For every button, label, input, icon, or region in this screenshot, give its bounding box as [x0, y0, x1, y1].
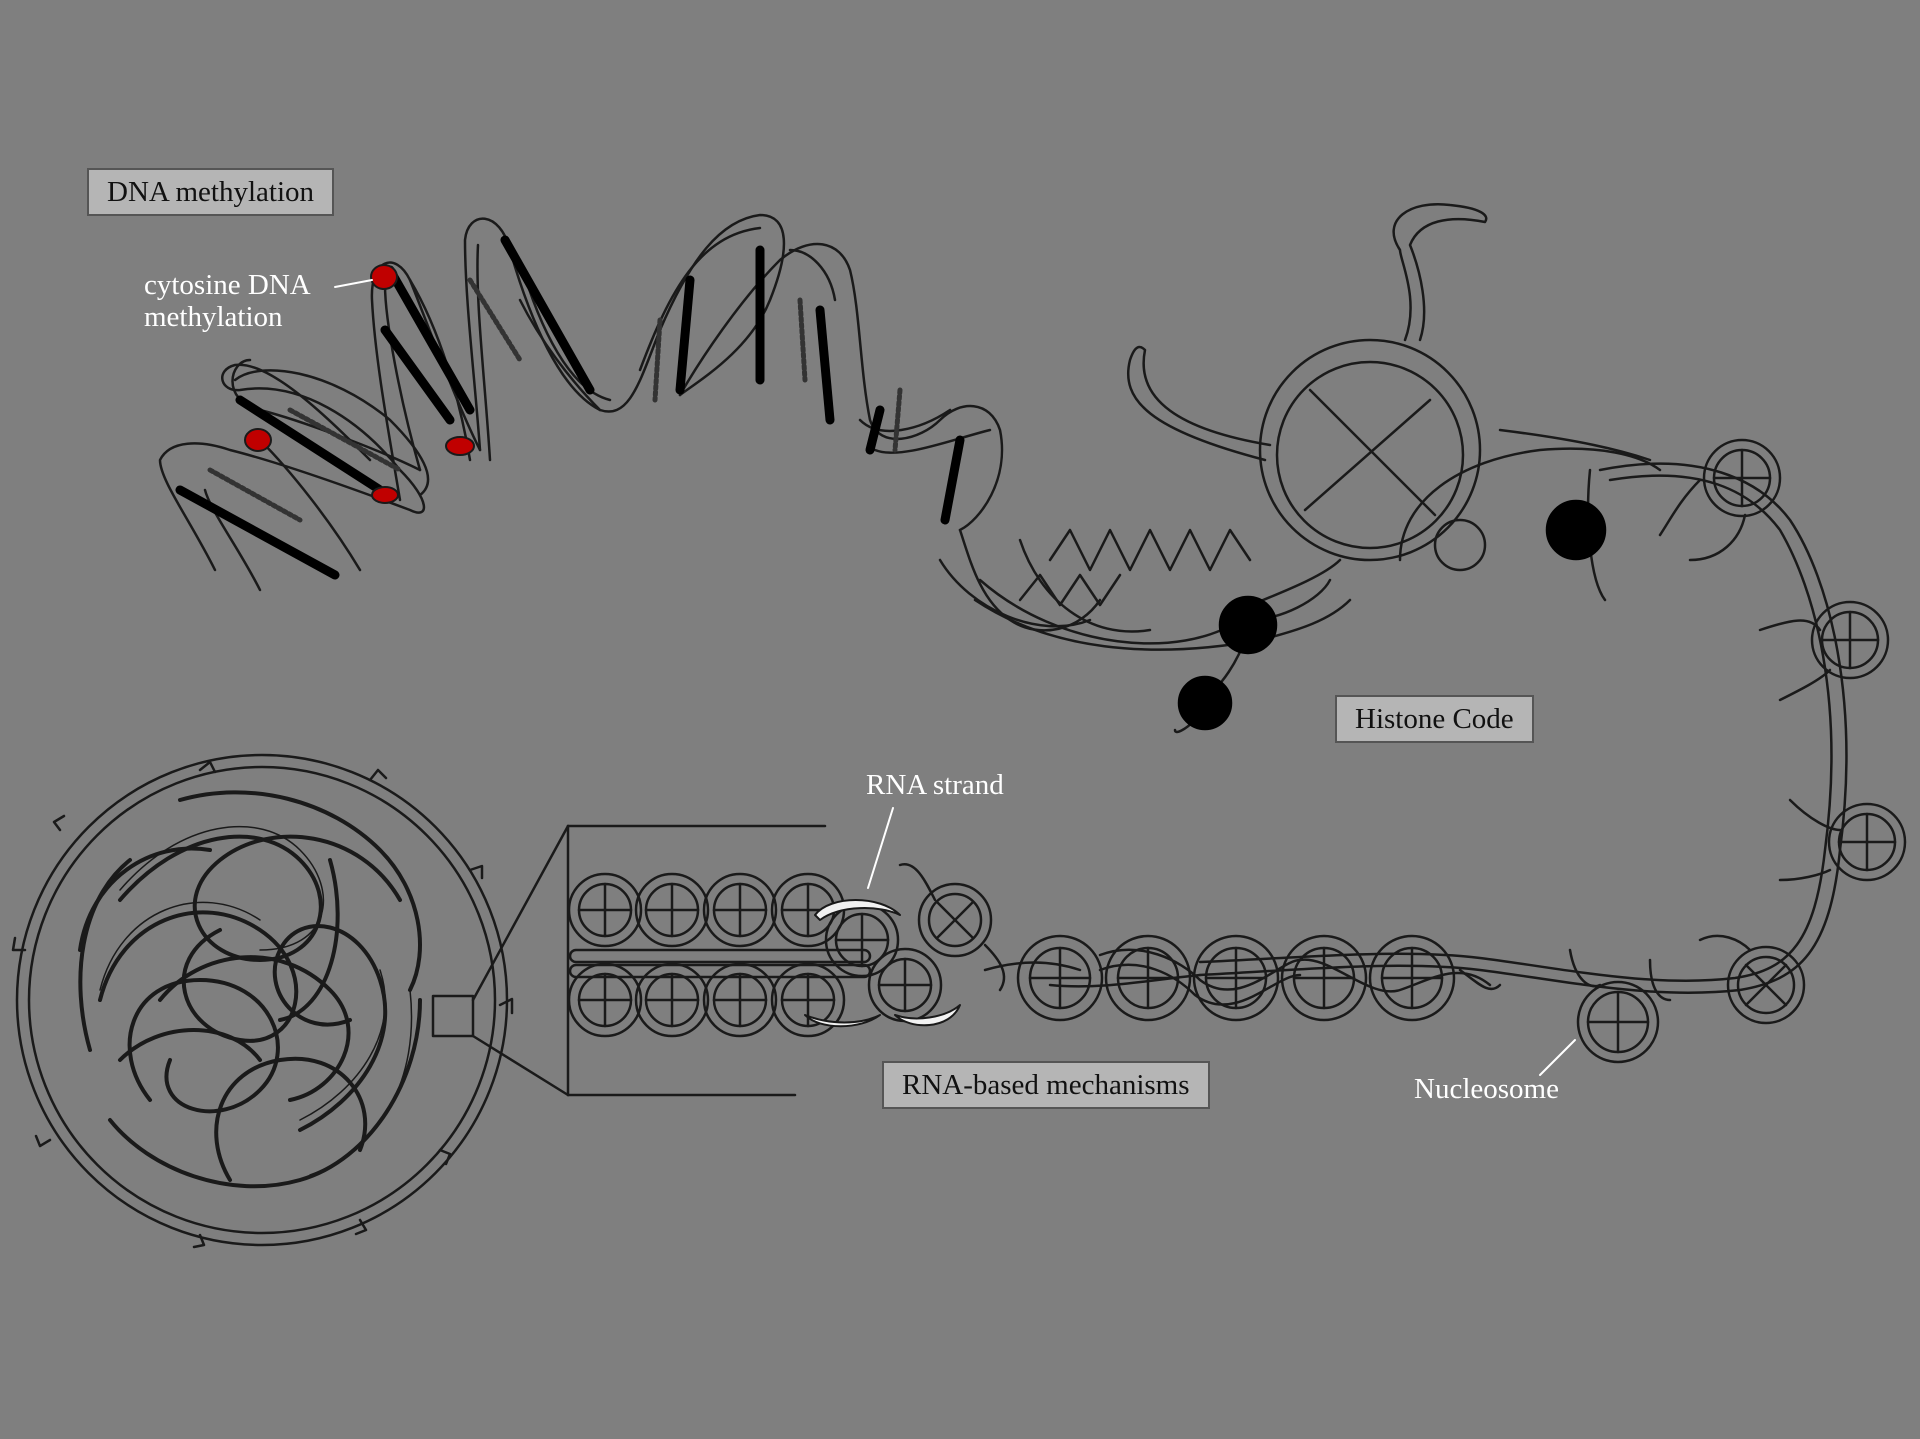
nucleosome-bead [567, 962, 643, 1038]
methyl-mark [244, 428, 272, 452]
nucleosome-bead [634, 872, 710, 948]
histone-mark [1545, 499, 1607, 561]
nucleosome-pointer [1539, 1039, 1576, 1076]
histone-marks [1177, 499, 1607, 731]
nucleus-chromatin-outline [99, 825, 413, 1176]
nucleosome-label: Nucleosome [1414, 1073, 1559, 1105]
rna-strand-label: RNA strand [866, 769, 1004, 801]
base-pairs [175, 235, 965, 580]
methyl-mark [371, 486, 399, 504]
methyl-marks [244, 264, 475, 504]
beads-on-string [1198, 438, 1907, 1064]
cytosine-pointer [334, 279, 373, 288]
nucleosome-bead [1104, 934, 1192, 1022]
rna-strands [804, 899, 961, 1028]
methyl-mark [445, 436, 475, 456]
dna-methylation-label: DNA methylation [87, 168, 335, 216]
histone-code-label: Histone Code [1335, 695, 1534, 743]
nucleosome-bead [702, 962, 778, 1038]
cytosine-label-line-2: methylation [144, 301, 283, 333]
cytosine-methylation-label: cytosine DNA methylation [144, 269, 311, 333]
nucleosome-bead [917, 882, 993, 958]
nucleosome-row [983, 934, 1502, 1022]
condensed-fibre [567, 863, 1006, 1038]
nucleosome-bead [634, 962, 710, 1038]
base-pairs-hatched [207, 277, 903, 523]
nucleosome-bead [1827, 802, 1907, 882]
nucleosome-bead [567, 872, 643, 948]
nucleosome-bead [1810, 600, 1890, 680]
nucleosome-bead [1016, 934, 1104, 1022]
histone-mark [1177, 675, 1233, 731]
nucleus [11, 753, 514, 1249]
histone-mark [1218, 595, 1278, 655]
nucleosome-bead [1368, 934, 1456, 1022]
dna-double-helix [158, 213, 1352, 651]
nucleosome-bead [1192, 934, 1280, 1022]
nucleosome-bead [702, 872, 778, 948]
zoom-callout [431, 824, 827, 1097]
nucleosome-bead [1280, 934, 1368, 1022]
large-nucleosome [1126, 202, 1662, 622]
nucleus-chromatin [78, 790, 422, 1189]
rna-based-mechanisms-label: RNA-based mechanisms [882, 1061, 1210, 1109]
cytosine-label-line-1: cytosine DNA [144, 269, 311, 301]
nucleosome-bead [1576, 980, 1660, 1064]
methyl-mark [370, 264, 398, 290]
nucleosome-bead [1702, 438, 1782, 518]
nucleosome-bead [867, 947, 943, 1023]
rna-strand-pointer [867, 807, 894, 889]
nucleosome-bead [1726, 945, 1806, 1025]
